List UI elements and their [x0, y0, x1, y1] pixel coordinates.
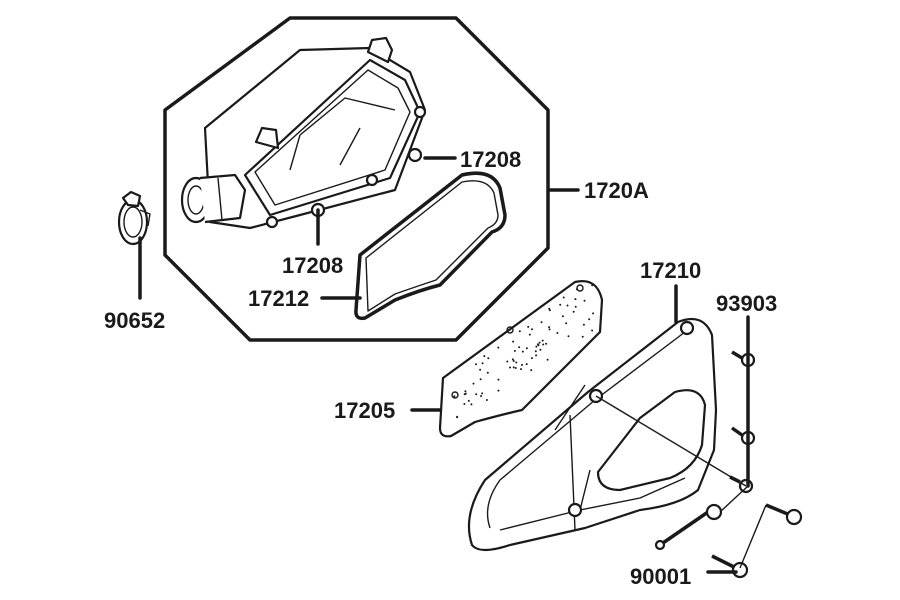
filter-dot — [481, 392, 484, 395]
filter-dot — [575, 288, 578, 291]
filter-dot — [520, 368, 522, 371]
callout-17205: 17205 — [334, 398, 395, 423]
filter-dot — [534, 350, 537, 353]
filter-dot — [479, 368, 482, 371]
filter-dot — [592, 312, 595, 315]
filter-dot — [487, 357, 490, 360]
filter-seal-gasket — [354, 171, 507, 321]
callout-17208-top: 17208 — [460, 147, 521, 172]
filter-dot — [514, 367, 517, 369]
filter-dot — [497, 389, 500, 392]
filter-dot — [483, 355, 486, 358]
filter-dot — [574, 298, 577, 301]
filter-dot — [456, 416, 458, 419]
filter-dot — [472, 382, 475, 385]
filter-dot — [511, 358, 514, 361]
filter-dot — [539, 348, 542, 351]
filter-dot — [463, 403, 466, 405]
filter-dot — [561, 315, 564, 318]
callout-93903: 93903 — [716, 291, 777, 316]
filter-dot — [566, 304, 569, 307]
filter-dot — [486, 371, 489, 374]
filter-dot — [521, 363, 523, 366]
intake-snout — [180, 173, 247, 224]
filter-dot — [530, 369, 533, 372]
filter-dot — [583, 299, 586, 302]
filter-dot — [548, 307, 551, 310]
filter-dot — [542, 343, 545, 346]
filter-dot — [565, 322, 568, 325]
filter-dot — [512, 360, 515, 362]
filter-dot — [506, 360, 509, 363]
filter-dot — [475, 393, 478, 396]
filter-dot — [509, 366, 511, 369]
filter-dot — [512, 340, 515, 343]
filter-dot — [480, 395, 483, 397]
filter-dot — [548, 309, 551, 312]
filter-dot — [512, 366, 515, 369]
callout-17212: 17212 — [248, 286, 309, 311]
air-box-cover — [467, 317, 718, 552]
callout-17208-bottom: 17208 — [282, 253, 343, 278]
callout-17210: 17210 — [640, 258, 701, 283]
filter-dot — [540, 321, 543, 324]
callout-90652: 90652 — [104, 308, 165, 333]
filter-dot — [572, 310, 575, 313]
filter-dot — [556, 332, 559, 334]
filter-dot — [518, 330, 521, 333]
filter-dot — [591, 284, 594, 287]
filter-dot — [530, 357, 533, 360]
filter-dot — [546, 358, 549, 361]
air-box-housing — [180, 36, 427, 230]
filter-dot — [521, 350, 524, 353]
filter-dot — [541, 339, 544, 342]
leader-lines — [138, 156, 767, 574]
filter-dot — [528, 333, 531, 336]
filter-dot — [535, 345, 538, 348]
filter-dot — [481, 362, 484, 365]
filter-dot — [467, 399, 470, 402]
filter-dot — [464, 392, 467, 395]
bolts-90001 — [654, 503, 803, 579]
filter-dot — [470, 403, 473, 406]
filter-dot — [531, 328, 533, 331]
filter-dot — [536, 343, 539, 346]
filter-element-dots — [453, 284, 595, 419]
filter-dot — [479, 378, 482, 381]
filter-dot — [559, 303, 562, 306]
filter-dot — [591, 329, 594, 332]
filter-dot — [464, 390, 467, 393]
filter-dot — [527, 325, 530, 328]
callout-90001: 90001 — [630, 564, 691, 589]
filter-dot — [497, 378, 500, 381]
filter-dot — [581, 335, 584, 338]
air-filter-element — [438, 280, 604, 438]
filter-dot — [475, 363, 477, 366]
filter-dot — [582, 323, 585, 326]
filter-dot — [497, 346, 500, 349]
filter-dot — [518, 346, 521, 349]
filter-dot — [588, 318, 591, 321]
filter-dot — [548, 326, 551, 329]
filter-dot — [548, 328, 551, 331]
callout-1720A: 1720A — [584, 178, 649, 203]
filter-dot — [513, 349, 516, 352]
filter-dot — [567, 335, 570, 338]
filter-dot — [535, 354, 538, 357]
filter-dot — [545, 342, 548, 345]
screws-93903 — [729, 350, 756, 494]
filter-dot — [525, 363, 528, 366]
filter-dot — [453, 395, 456, 398]
filter-dot — [574, 305, 577, 308]
filter-dot — [538, 341, 541, 344]
hose-clamp — [117, 190, 151, 246]
assembly-octagon-frame — [163, 16, 550, 342]
filter-dot — [485, 399, 488, 401]
filter-dot — [515, 361, 518, 364]
filter-dot — [562, 296, 565, 299]
filter-dot — [525, 347, 528, 350]
